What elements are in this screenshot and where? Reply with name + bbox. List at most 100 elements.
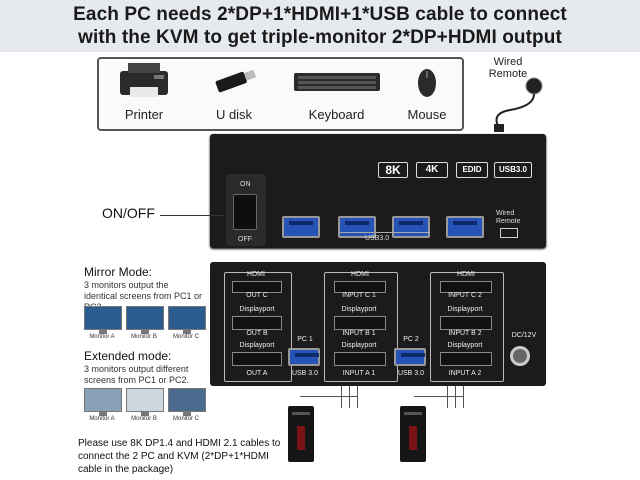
cable-note: Please use 8K DP1.4 and HDMI 2.1 cables … (78, 438, 281, 475)
input-a2-dp-port[interactable] (440, 352, 492, 366)
in-a2-dp-label: Displayport (447, 342, 483, 349)
extended-monitor-b-label: Monitor B (131, 416, 157, 422)
in-a1-dp-label: Displayport (341, 342, 377, 349)
front-usb30-label: USB3.0 (365, 235, 390, 242)
input-c1-hdmi-port[interactable] (334, 281, 386, 293)
pc2-cable-c (463, 386, 464, 408)
usb-label-line (340, 232, 430, 233)
badge-8k: 8K (378, 162, 408, 178)
mirror-monitor-b (126, 306, 164, 334)
input-c2-label: INPUT C 2 (448, 292, 482, 299)
mouse-item: Mouse (397, 61, 457, 122)
mirror-monitor-c-label: Monitor C (172, 334, 199, 340)
u-disk-label: U disk (215, 107, 253, 122)
pc1-cable-b (349, 386, 350, 408)
pc2-cable-a (447, 386, 448, 408)
extended-monitor-a-label: Monitor A (89, 416, 115, 422)
out-c-hdmi-port[interactable] (232, 281, 282, 293)
out-a-label: OUT A (246, 370, 268, 377)
mirror-monitor-c (168, 306, 206, 334)
mouse-icon (418, 69, 436, 97)
badge-usb30: USB3.0 (494, 162, 532, 178)
peripherals-box: Printer U disk Keyboard Mouse (97, 57, 464, 131)
front-remote-label: Wired Remote (496, 210, 521, 225)
pc1-cable-bus (300, 396, 358, 397)
printer-label: Printer (124, 107, 164, 122)
kvm-front-panel: 8K 4K EDID USB3.0 (210, 134, 546, 248)
pc1-tower-icon (288, 406, 314, 462)
mirror-monitor-b-label: Monitor B (131, 334, 157, 340)
on-off-pointer (160, 215, 224, 216)
in-b1-dp-label: Displayport (341, 306, 377, 313)
pc2-label: PC 2 (403, 336, 419, 343)
out-b-label: OUT B (246, 330, 268, 337)
front-usb-port-1[interactable] (282, 216, 320, 238)
out-a-dp-label: Displayport (239, 342, 275, 349)
pc2-cable-bus (414, 396, 464, 397)
badge-4k: 4K (416, 162, 448, 178)
input-b1-label: INPUT B 1 (342, 330, 376, 337)
extended-monitor-a (84, 388, 122, 416)
pc2-tower-icon (400, 406, 426, 462)
extended-monitor-b (126, 388, 164, 416)
extended-monitor-c-label: Monitor C (172, 416, 199, 422)
in-c1-hdmi-label: HDMI (351, 271, 369, 278)
usb-drive-icon (215, 69, 257, 93)
wired-remote-text: Wired Remote (488, 56, 528, 80)
kvm-rear-panel: HDMI OUT C Displayport OUT B Displayport… (210, 262, 546, 386)
switch-off-label: OFF (238, 236, 252, 243)
input-c1-label: INPUT C 1 (342, 292, 376, 299)
out-a-dp-port[interactable] (232, 352, 282, 366)
output-port-group (224, 272, 292, 382)
dc-power-port[interactable] (510, 346, 530, 366)
printer-icon (120, 63, 168, 97)
input-a1-label: INPUT A 1 (342, 370, 376, 377)
out-b-dp-label: Displayport (239, 306, 275, 313)
pc1-label: PC 1 (297, 336, 313, 343)
extended-mode-desc: 3 monitors output different screens from… (84, 364, 190, 385)
keyboard-item: Keyboard (289, 61, 384, 122)
u-disk-item: U disk (199, 61, 269, 122)
mirror-monitor-a (84, 306, 122, 334)
in-b2-dp-label: Displayport (447, 306, 483, 313)
on-off-label: ON/OFF (102, 205, 155, 221)
dc-label: DC/12V (511, 332, 537, 339)
pc1-input-group (324, 272, 398, 382)
extended-monitor-c (168, 388, 206, 416)
input-a2-label: INPUT A 2 (448, 370, 482, 377)
front-usb-port-4[interactable] (446, 216, 484, 238)
badge-edid: EDID (456, 162, 488, 178)
headline-line-1: Each PC needs 2*DP+1*HDMI+1*USB cable to… (73, 4, 567, 25)
mirror-mode-title: Mirror Mode: (84, 265, 153, 279)
input-a1-dp-port[interactable] (334, 352, 386, 366)
wired-remote-icon (494, 77, 543, 132)
pc1-usb-port[interactable] (288, 348, 320, 366)
out-c-label: OUT C (246, 292, 268, 299)
pc1-usb30-label: USB 3.0 (291, 370, 319, 377)
pc2-usb30-label: USB 3.0 (397, 370, 425, 377)
pc2-input-group (430, 272, 504, 382)
wired-remote-label: Wired Remote (473, 56, 543, 80)
front-usb-port-3[interactable] (392, 216, 430, 238)
input-c2-hdmi-port[interactable] (440, 281, 492, 293)
wired-remote-port[interactable] (500, 228, 518, 238)
keyboard-icon (293, 73, 380, 91)
out-c-hdmi-label: HDMI (247, 271, 265, 278)
pc2-usb-port[interactable] (394, 348, 426, 366)
power-switch[interactable] (233, 194, 257, 230)
pc1-cable-c (357, 386, 358, 408)
mirror-monitor-a-label: Monitor A (89, 334, 115, 340)
switch-on-label: ON (240, 181, 251, 188)
extended-mode-title: Extended mode: (84, 349, 172, 363)
pc2-cable-b (455, 386, 456, 408)
keyboard-label: Keyboard (308, 107, 365, 122)
out-b-dp-port[interactable] (232, 316, 282, 330)
input-b2-label: INPUT B 2 (448, 330, 482, 337)
headline-line-2: with the KVM to get triple-monitor 2*DP+… (78, 27, 562, 48)
headline-banner (0, 0, 640, 52)
input-b2-dp-port[interactable] (440, 316, 492, 330)
mouse-label: Mouse (407, 107, 447, 122)
in-c2-hdmi-label: HDMI (457, 271, 475, 278)
input-b1-dp-port[interactable] (334, 316, 386, 330)
pc1-cable-a (341, 386, 342, 408)
